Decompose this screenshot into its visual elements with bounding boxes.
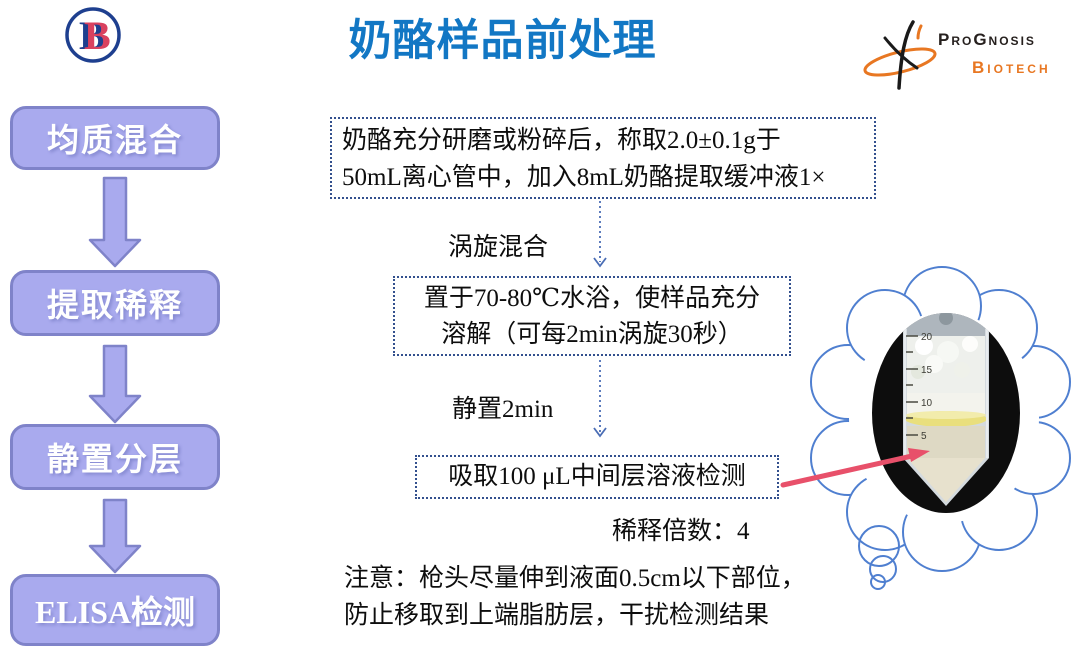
note-text: 注意：枪头尽量伸到液面0.5cm以下部位， 防止移取到上端脂肪层，干扰检测结果 bbox=[344, 560, 806, 634]
step-label: 提取稀释 bbox=[46, 287, 183, 323]
step-arrow-down-icon bbox=[88, 176, 142, 574]
step-box-settle: 静置分层 bbox=[10, 424, 220, 490]
page-title: 奶酪样品前处理 bbox=[348, 17, 657, 65]
flow-box-line: 50mL离心管中，加入8mL奶酪提取缓冲液1× bbox=[342, 164, 826, 191]
b-logo-icon: B B bbox=[65, 7, 121, 63]
note-line: 防止移取到上端脂肪层，干扰检测结果 bbox=[344, 602, 770, 629]
step-label: 静置分层 bbox=[46, 441, 183, 477]
tube-graduation-label: 10 bbox=[921, 398, 933, 409]
tube-graduation-label: 5 bbox=[921, 431, 927, 442]
flow-box-weigh-sample: 奶酪充分研磨或粉碎后，称取2.0±0.1g于 50mL离心管中，加入8mL奶酪提… bbox=[330, 117, 876, 199]
step-label: 均质混合 bbox=[46, 122, 183, 158]
red-pointer-arrow-icon bbox=[780, 448, 930, 488]
step-box-extract: 提取稀释 bbox=[10, 270, 220, 336]
prognosis-logo-icon bbox=[863, 20, 937, 90]
flow-box-line: 置于70-80℃水浴，使样品充分 bbox=[423, 285, 761, 312]
step-box-elisa: ELISA检测 bbox=[10, 574, 220, 646]
centrifuge-tube-photo: 20 15 10 5 bbox=[872, 313, 1020, 513]
dilution-factor-text: 稀释倍数：4 bbox=[612, 518, 750, 545]
flow-box-water-bath: 置于70-80℃水浴，使样品充分 溶解（可每2min涡旋30秒） bbox=[393, 276, 791, 356]
note-line: 注意：枪头尽量伸到液面0.5cm以下部位， bbox=[344, 565, 806, 592]
tube-graduation-label: 15 bbox=[921, 365, 933, 376]
prognosis-logo-name: ProGnosis bbox=[938, 30, 1036, 49]
tube-graduation-label: 20 bbox=[921, 332, 933, 343]
flow-box-pipette-middle-layer: 吸取100 μL中间层溶液检测 bbox=[415, 455, 779, 499]
flow-step-label-rest: 静置2min bbox=[452, 396, 554, 423]
flow-box-line: 奶酪充分研磨或粉碎后，称取2.0±0.1g于 bbox=[342, 127, 781, 154]
flow-step-label-vortex: 涡旋混合 bbox=[448, 234, 549, 261]
b-logo-letter: B bbox=[84, 13, 111, 58]
step-box-homogenize: 均质混合 bbox=[10, 106, 220, 170]
step-label: ELISA检测 bbox=[34, 594, 196, 630]
thought-cloud-icon bbox=[810, 266, 1071, 590]
prognosis-logo-sub: Biotech bbox=[972, 58, 1051, 77]
flow-box-line: 溶解（可每2min涡旋30秒） bbox=[441, 321, 743, 348]
b-logo-letter-shadow: B bbox=[79, 13, 106, 58]
